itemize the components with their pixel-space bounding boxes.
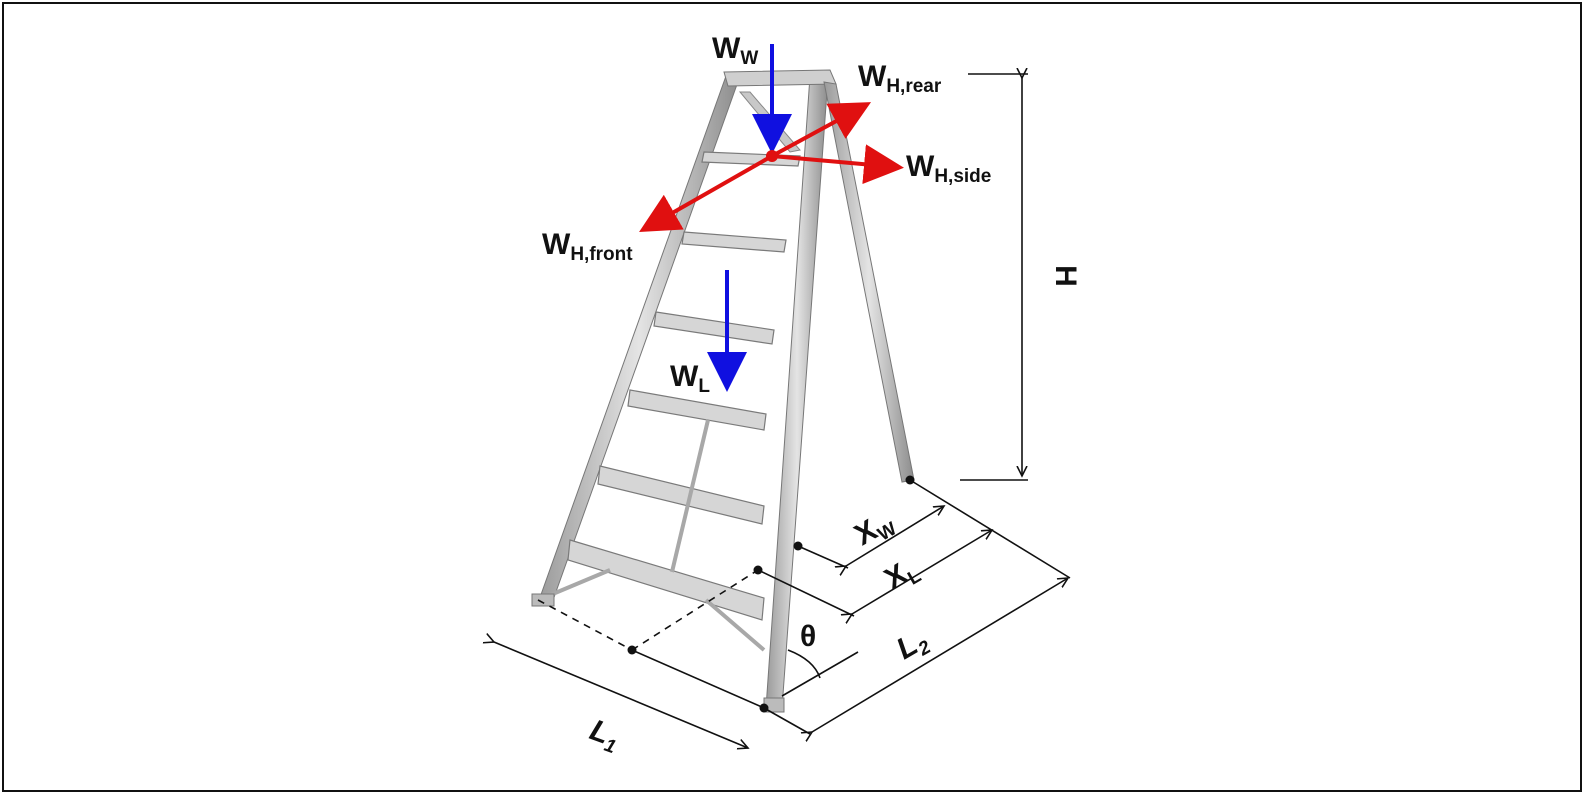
bottom-brace-right — [704, 598, 766, 652]
label-xl-group: XL — [879, 551, 925, 599]
l2-dimension — [812, 578, 1068, 732]
step-6 — [567, 539, 765, 621]
ext-line-theta — [781, 651, 859, 697]
front-brace — [670, 419, 710, 573]
base-solid — [631, 649, 765, 709]
step-4 — [627, 389, 767, 431]
step-2 — [681, 231, 787, 253]
step-3 — [653, 311, 775, 345]
base-dashed-front — [537, 599, 633, 651]
label-wh-rear: WH,rear — [858, 60, 942, 97]
point-front-foot — [759, 703, 769, 713]
ext-line-l2 — [763, 707, 811, 735]
label-l1: L1 — [584, 714, 624, 759]
ladder-image — [531, 69, 915, 713]
label-theta: θ — [800, 620, 816, 653]
theta-arc — [787, 649, 821, 679]
ext-line-rear — [909, 479, 1071, 579]
wh-side-arrow — [771, 144, 904, 185]
load-arrows — [639, 44, 904, 392]
label-xl: XL — [879, 551, 925, 599]
step-5 — [597, 465, 765, 525]
label-ww: WW — [712, 32, 758, 69]
label-wh-side: WH,side — [906, 150, 991, 187]
point-xw — [793, 541, 803, 551]
dimensions — [494, 74, 1071, 748]
load-point — [766, 150, 778, 162]
bottom-brace-left — [547, 568, 611, 598]
point-base-mid — [627, 645, 637, 655]
label-wl: WL — [670, 360, 710, 397]
top-cap — [723, 69, 837, 87]
steps — [567, 151, 801, 621]
point-rear-foot — [905, 475, 915, 485]
label-wh-front: WH,front — [542, 228, 633, 265]
foot-left — [531, 593, 555, 607]
rear-pole — [823, 81, 915, 483]
front-right-rail — [765, 75, 829, 709]
point-xl — [753, 565, 763, 575]
l1-dimension — [494, 642, 748, 748]
wh-rear-arrow — [771, 102, 872, 158]
reference-points — [627, 475, 915, 713]
ext-line-xw — [797, 545, 849, 569]
label-h: H — [1049, 265, 1082, 287]
label-l1-group: L1 — [584, 714, 624, 759]
wh-front-arrow — [639, 154, 773, 232]
